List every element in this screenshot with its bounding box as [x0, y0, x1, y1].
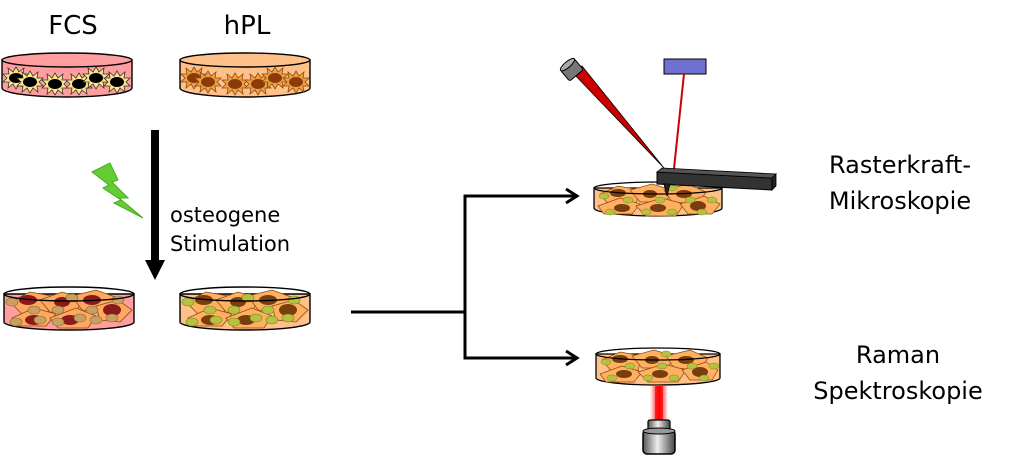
- hpl-label: hPL: [223, 11, 271, 41]
- afm-label-line1: Rasterkraft-: [829, 151, 971, 179]
- photodetector-icon: [663, 58, 707, 75]
- afm-label-line2: Mikroskopie: [828, 187, 972, 215]
- stimulation-label-line2: Stimulation: [170, 232, 291, 256]
- raman-laser-beam: [650, 386, 668, 424]
- raman-label-line2: Spektroskopie: [813, 377, 983, 405]
- hpl-culture-dish: [179, 52, 311, 98]
- laser-pointer-icon: [559, 57, 665, 169]
- fcs-label: FCS: [48, 11, 98, 41]
- hpl-differentiated-dish: [179, 286, 311, 331]
- branch-connector: [351, 187, 580, 367]
- raman-label-line1: Raman: [855, 341, 941, 369]
- afm-dish: [593, 181, 723, 217]
- cantilever-icon: [655, 167, 777, 197]
- raman-dish: [595, 347, 721, 386]
- fcs-culture-dish: [1, 52, 133, 98]
- stimulation-label-line1: osteogene: [170, 203, 281, 227]
- microscope-objective-icon: [642, 419, 676, 455]
- fcs-undifferentiated-cells: [2, 66, 131, 96]
- stimulation-arrow: [145, 130, 165, 280]
- lightning-bolt-icon: [91, 162, 144, 219]
- hpl-undifferentiated-cells: [180, 66, 310, 96]
- fcs-differentiated-dish: [3, 286, 135, 331]
- reflected-laser-beam: [672, 73, 685, 179]
